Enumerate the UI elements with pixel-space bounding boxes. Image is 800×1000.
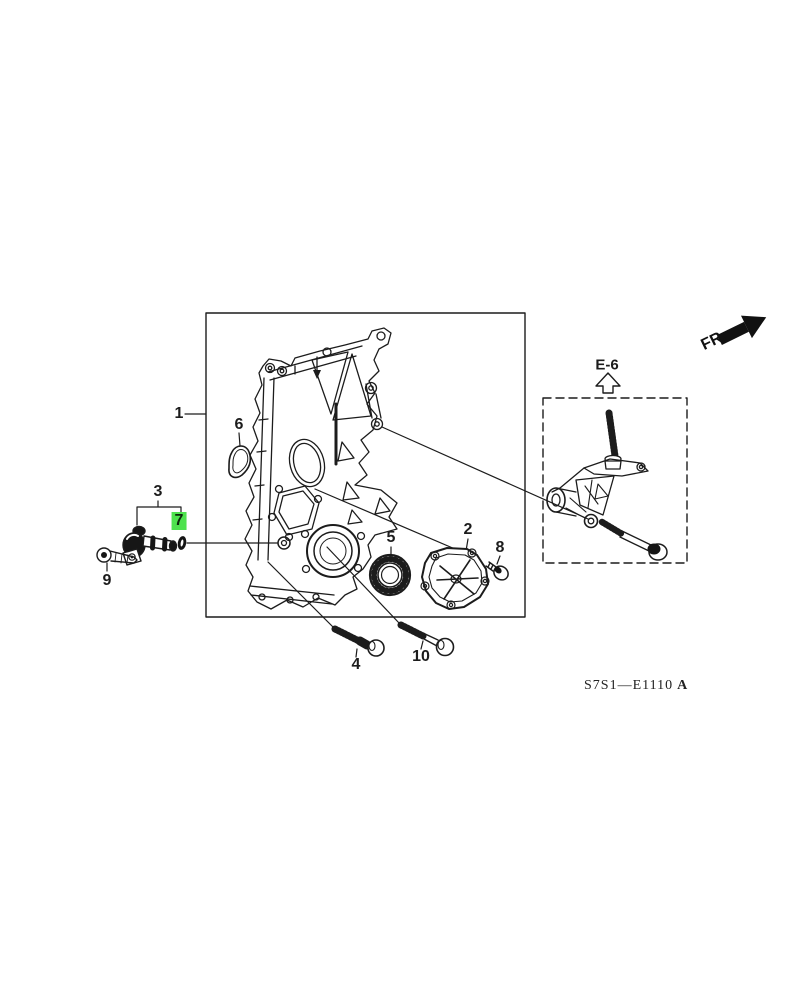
callout-1[interactable]: 1 [174,405,184,422]
chain-case-drawing [244,327,398,610]
bracket-assembly-drawing [546,409,668,561]
fr-direction-arrow-icon [717,315,767,345]
callout-6[interactable]: 6 [234,416,244,433]
callout-8[interactable]: 8 [495,539,505,556]
bolt-9-drawing [96,547,138,564]
bolt-8-drawing [485,561,509,581]
cover-drawing [420,547,490,610]
diagram-code-main: S7S1—E1110 [584,678,674,693]
sensor-drawing [122,525,178,566]
callout-3[interactable]: 3 [153,483,163,500]
callout-2[interactable]: 2 [463,521,473,538]
bolt-10-drawing [397,621,455,657]
bolt-4-drawing [331,625,385,657]
oil-seal-drawing [368,553,412,597]
e6-dashed-box [542,397,688,564]
direction-marker-icon [313,356,321,379]
callout-7-highlighted[interactable]: 7 [171,512,187,530]
e6-up-arrow-icon [595,372,621,394]
callout-10[interactable]: 10 [412,648,430,665]
callout-4[interactable]: 4 [351,656,361,673]
gasket-drawing [228,445,252,479]
ref-label-e6: E-6 [595,356,619,374]
diagram-code-suffix: A [677,678,689,693]
callout-9[interactable]: 9 [102,572,112,589]
callout-5[interactable]: 5 [386,529,396,546]
o-ring-drawing [177,536,187,550]
part-box [205,312,526,618]
leader-lines [106,413,589,658]
